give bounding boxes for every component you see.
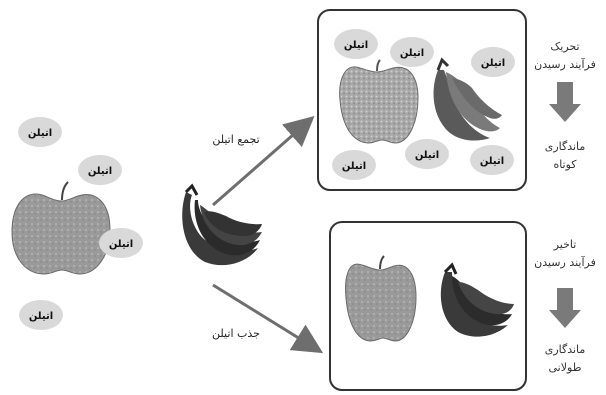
bottom-result-line2: طولانی — [549, 361, 582, 374]
bubble-label: اتیلن — [88, 166, 112, 177]
bubble-top-6: اتیلن — [470, 145, 514, 175]
bottom-side-line1: تاخیر — [553, 238, 577, 251]
bottom-result-line1: ماندگاری — [545, 343, 586, 356]
top-down-arrow-icon — [549, 82, 581, 122]
bubble-top-1: اتیلن — [334, 29, 378, 59]
top-result-line2: کوتاه — [553, 158, 577, 171]
left-apple-icon — [12, 182, 110, 274]
bubble-label: اتیلن — [344, 40, 368, 51]
bubble-label: اتیلن — [400, 48, 424, 59]
bubble-label: اتیلن — [415, 150, 439, 161]
top-result-line1: ماندگاری — [545, 140, 586, 153]
bubble-label: اتیلن — [481, 58, 505, 69]
bubble-left-3: اتیلن — [99, 228, 143, 258]
bubble-left-1: اتیلن — [18, 117, 62, 147]
rotten-apple-icon — [340, 60, 418, 143]
bubble-top-3: اتیلن — [471, 47, 515, 77]
bubble-left-4: اتیلن — [19, 300, 63, 330]
bubble-top-5: اتیلن — [405, 139, 449, 169]
top-side-line1: تحریک — [550, 40, 579, 53]
bubble-label: اتیلن — [28, 128, 52, 139]
lower-arrow-label: جذب اتیلن — [212, 327, 260, 340]
arrow-to-bottom-panel — [213, 285, 318, 350]
bubble-label: اتیلن — [342, 161, 366, 172]
fresh-apple-icon — [346, 256, 416, 341]
bubble-label: اتیلن — [480, 156, 504, 167]
bubble-top-4: اتیلن — [332, 150, 376, 180]
top-side-line2: فرآیند رسیدن — [534, 57, 596, 71]
upper-arrow-label: تجمع اتیلن — [212, 133, 259, 146]
bubble-top-2: اتیلن — [390, 37, 434, 67]
bubble-left-2: اتیلن — [78, 155, 122, 185]
bubble-label: اتیلن — [29, 311, 53, 322]
bottom-side-line2: فرآیند رسیدن — [534, 255, 596, 269]
bubble-label: اتیلن — [109, 239, 133, 250]
bottom-down-arrow-icon — [549, 288, 581, 328]
